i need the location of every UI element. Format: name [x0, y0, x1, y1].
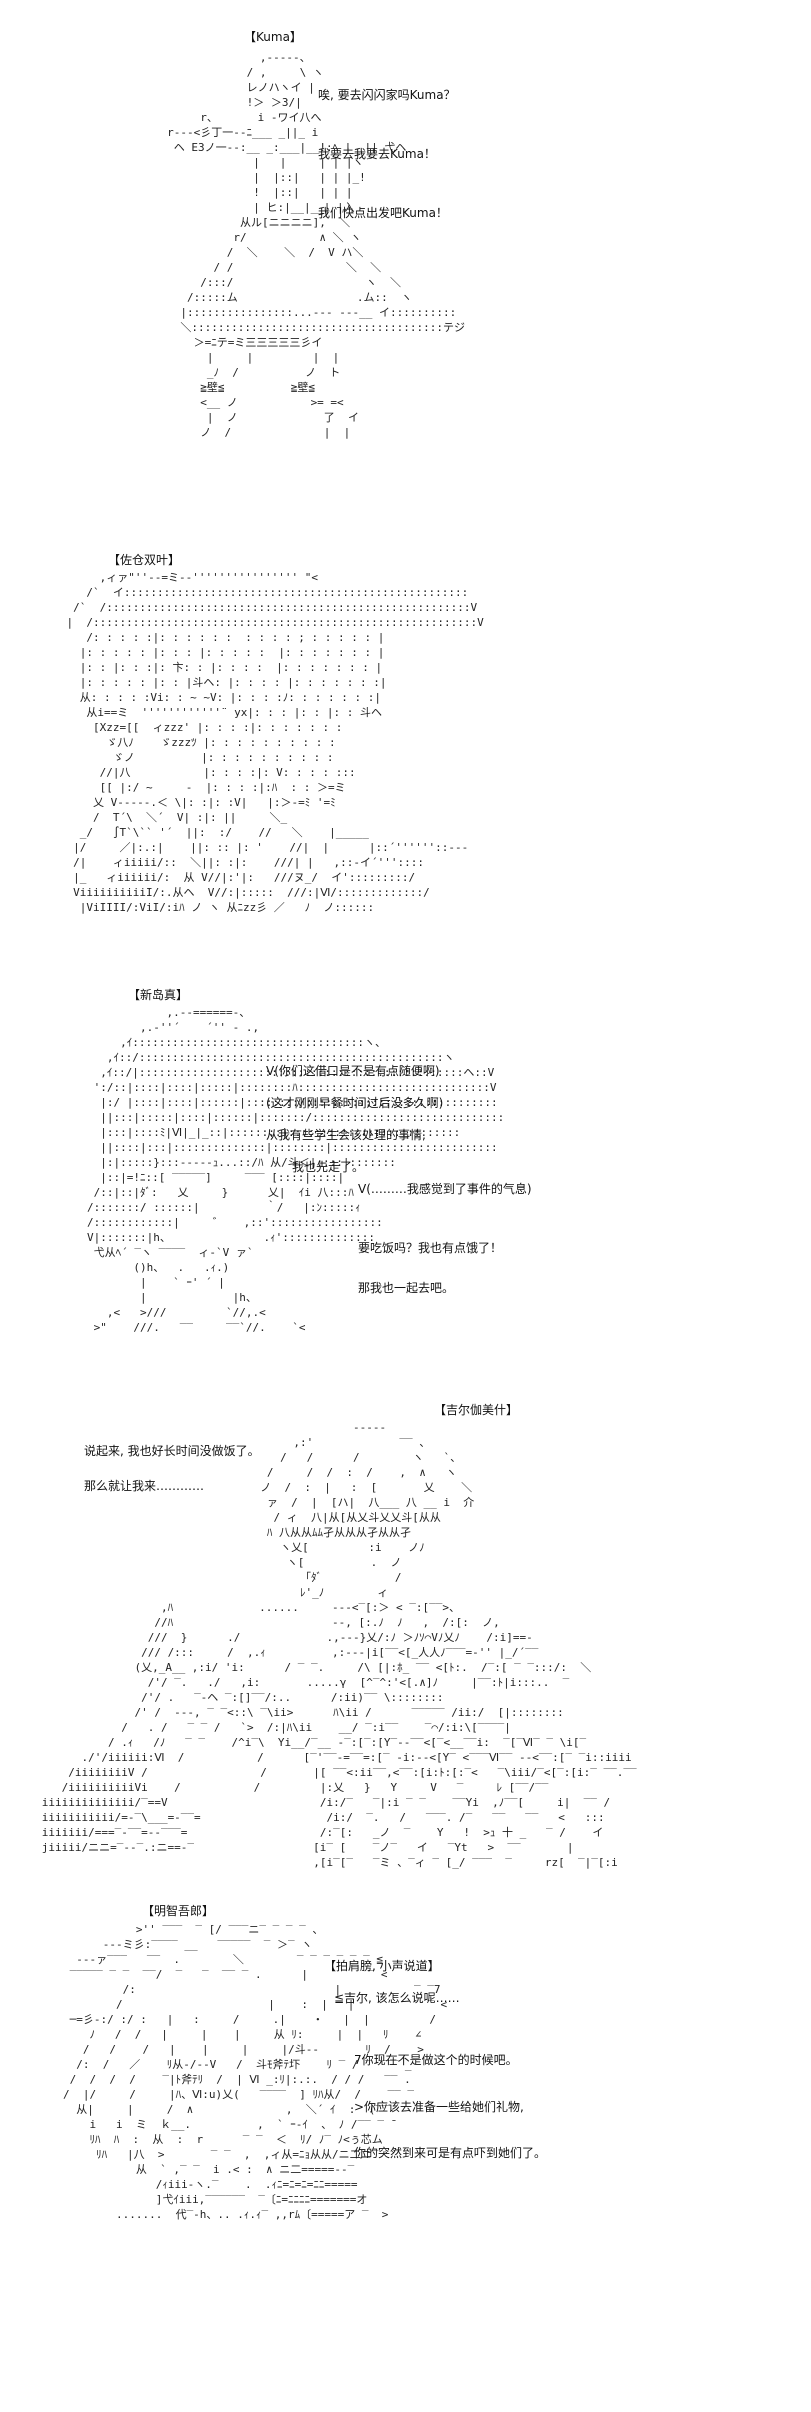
dialogue-line: 要吃饭吗？我也有点饿了！	[358, 1241, 503, 1255]
dialogue-line: 7你现在不是做这个的时候吧。	[354, 2053, 518, 2067]
dialogue-line: 【拍肩膀, 小声说道】	[324, 1959, 440, 1973]
dialogue-line: V(………我感觉到了事件的气息)	[358, 1182, 532, 1196]
dialogue-line: 我们快点出发吧Kuma！	[318, 206, 448, 220]
speaker-name: 【Kuma】	[244, 30, 302, 44]
dialogue-line: 那么就让我来…………	[84, 1479, 205, 1493]
dialogue-line: (这才刚刚早餐时间过后没多久啊)	[266, 1096, 444, 1110]
speaker-name: 【佐仓双叶】	[108, 553, 181, 567]
ascii-art-kuma: ,-----、 / , \ ヽ レノハヽイ | !＞ ＞3/| r、 i -ワイ…	[167, 51, 466, 439]
speaker-name: 【明智吾郎】	[142, 1904, 215, 1918]
dialogue-line: 说起来, 我也好长时间没做饭了。	[84, 1444, 260, 1458]
ascii-art-makoto: ,.-‐======-、 ,.-''´ ´'' - ., ,ｲ:::::::::…	[86, 1006, 505, 1334]
dialogue-line: 我也先走了。	[292, 1160, 365, 1174]
dialogue-line: 从我有些学生会该处理的事情,	[266, 1128, 426, 1142]
dialogue-line: V(你们这借口是不是有点随便啊)	[266, 1064, 440, 1078]
speaker-name: 【新岛真】	[128, 988, 189, 1002]
dialogue-line: >你应该去准备一些给她们礼物,	[354, 2100, 524, 2114]
dialogue-line: 那我也一起去吧。	[358, 1281, 455, 1295]
dialogue-line: ≦吉尔, 该怎么说呢……	[334, 1991, 460, 2005]
ascii-art-akechi: >'' ‾‾‾ ‾ [/ ‾‾‾ニ‾ ‾ ‾ ‾ 、 ---ミ彡:‾‾‾‾ __…	[62, 1923, 448, 2221]
dialogue-line: 唉, 要去闪闪家吗Kuma？	[318, 88, 456, 102]
speaker-name: 【吉尔伽美什】	[434, 1403, 519, 1417]
dialogue-line: 你的突然到来可是有点吓到她们了。	[354, 2146, 547, 2160]
dialogue-line: 我要去我要去Kuma！	[318, 147, 436, 161]
ascii-art-futaba: ,ィァ"''--=ミ--'''''''''''''''' "< /` イ::::…	[66, 571, 532, 1295]
ascii-art-gilgamesh: ----- ,:' ‾‾ 、 / / / ヽ `、 / / / : /	[2, 1421, 637, 1869]
